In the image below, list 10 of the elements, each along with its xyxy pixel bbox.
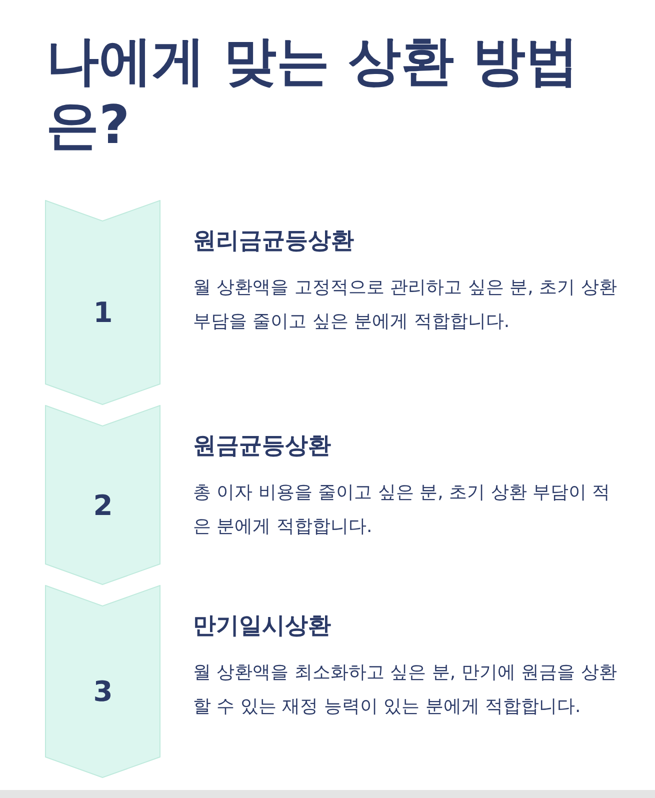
step-heading: 원리금균등상환	[193, 227, 355, 256]
step-description: 월 상환액을 최소화하고 싶은 분, 만기에 원금을 상환할 수 있는 재정 능력이 있는 분에게 적합합니다.	[193, 661, 618, 719]
step-number: 3	[92, 675, 114, 709]
step-description: 월 상환액을 고정적으로 관리하고 싶은 분, 초기 상환 부담을 줄이고 싶은 분에게 적합합니다.	[193, 276, 618, 334]
step-number: 2	[92, 488, 114, 522]
step-description: 총 이자 비용을 줄이고 싶은 분, 초기 상환 부담이 적은 분에게 적합합니다.	[193, 481, 612, 539]
title: 나에게 맞는 상환 방법은?	[46, 30, 580, 158]
step-heading: 원금균등상환	[193, 432, 332, 461]
step-heading: 만기일시상환	[193, 612, 332, 641]
step-number: 1	[92, 296, 114, 330]
